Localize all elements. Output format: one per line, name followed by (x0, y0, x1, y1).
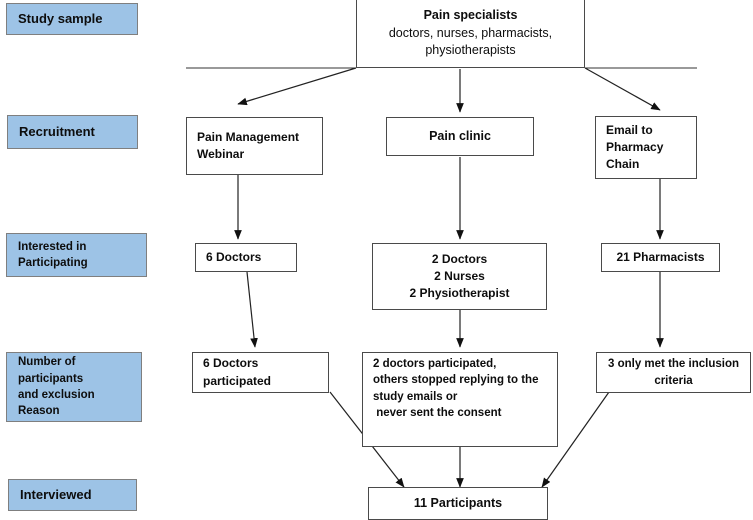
node-clinic-body: Pain clinic (387, 128, 533, 146)
node-outcome-clinic-line4: never sent the consent (373, 406, 502, 419)
node-webinar-line1: Pain Management (197, 129, 300, 144)
node-interested-clinic-line1: 2 Doctors (431, 251, 488, 266)
node-webinar-body: Pain Management Webinar (187, 129, 322, 163)
node-interested-webinar-line1: 6 Doctors (206, 249, 262, 264)
node-webinar-line2: Webinar (197, 147, 245, 161)
stage-label-interviewed: Interviewed (8, 479, 137, 511)
node-outcome-webinar-line1: 6 Doctors (203, 356, 259, 371)
node-outcome-clinic-line3: study emails or (373, 390, 458, 403)
node-final-body: 11 Participants (369, 495, 547, 513)
node-outcome-webinar[interactable]: 6 Doctors participated (192, 352, 329, 393)
stage-participants-line4: Reason (18, 405, 60, 418)
stage-participants-line3: and exclusion (18, 389, 95, 401)
node-interested-clinic-body: 2 Doctors 2 Nurses 2 Physiotherapist (373, 251, 546, 302)
stage-interviewed-text: Interviewed (20, 487, 92, 503)
node-interested-pharmacy-line1: 21 Pharmacists (616, 249, 705, 264)
node-final-line1: 11 Participants (413, 495, 503, 510)
node-outcome-webinar-body: 6 Doctors participated (193, 355, 328, 389)
node-interested-pharmacy[interactable]: 21 Pharmacists (601, 243, 720, 272)
node-outcome-clinic-line2: others stopped replying to the (373, 374, 539, 387)
node-pain-specialists-body: Pain specialists doctors, nurses, pharma… (357, 7, 584, 60)
node-interested-webinar-body: 6 Doctors (196, 249, 296, 266)
stage-label-study-sample: Study sample (6, 3, 138, 35)
stage-study-sample-text: Study sample (18, 11, 103, 27)
node-interested-webinar[interactable]: 6 Doctors (195, 243, 297, 272)
node-email-pharmacy-chain[interactable]: Email to Pharmacy Chain (595, 116, 697, 179)
node-outcome-clinic-line1: 2 doctors participated, (373, 357, 497, 370)
node-interested-clinic-line3: 2 Physiotherapist (409, 286, 510, 301)
stage-interested-line2: Participating (18, 257, 88, 269)
stage-participants-line1: Number of (18, 356, 76, 369)
stage-label-participants: Number of participants and exclusion Rea… (6, 352, 142, 422)
node-outcome-pharmacy-body: 3 only met the inclusion criteria (597, 356, 750, 389)
edge-interested-to-outcome-webinar (246, 271, 258, 348)
node-pain-specialists-line2: doctors, nurses, pharmacists, (388, 25, 553, 40)
stage-participants-line2: participants (18, 372, 84, 385)
stage-label-recruitment: Recruitment (7, 115, 138, 149)
edge-source-to-webinar (237, 67, 357, 106)
node-outcome-pharmacy[interactable]: 3 only met the inclusion criteria (596, 352, 751, 393)
node-interested-clinic[interactable]: 2 Doctors 2 Nurses 2 Physiotherapist (372, 243, 547, 310)
node-outcome-webinar-line2: participated (203, 373, 272, 388)
stage-interested-line1: Interested in (18, 240, 87, 253)
node-clinic-line1: Pain clinic (429, 128, 491, 143)
stage-label-interested: Interested in Participating (6, 233, 147, 277)
node-email-line3: Chain (606, 157, 640, 172)
node-interested-clinic-line2: 2 Nurses (434, 268, 485, 283)
node-pain-clinic[interactable]: Pain clinic (386, 117, 534, 156)
node-outcome-pharmacy-line2: criteria (654, 374, 693, 387)
node-outcome-pharmacy-line1: 3 only met the inclusion (608, 358, 739, 371)
node-interested-pharmacy-body: 21 Pharmacists (602, 249, 719, 266)
node-pain-management-webinar[interactable]: Pain Management Webinar (186, 117, 323, 175)
node-outcome-clinic-body: 2 doctors participated, others stopped r… (363, 356, 557, 421)
node-pain-specialists-title: Pain specialists (423, 7, 518, 22)
node-pain-specialists-line3: physiotherapists (425, 43, 516, 58)
node-final-participants[interactable]: 11 Participants (368, 487, 548, 520)
node-email-line2: Pharmacy (606, 139, 664, 154)
node-pain-specialists[interactable]: Pain specialists doctors, nurses, pharma… (356, 0, 585, 68)
stage-recruitment-text: Recruitment (19, 124, 95, 140)
node-email-line1: Email to (606, 122, 653, 137)
node-email-body: Email to Pharmacy Chain (596, 122, 696, 173)
node-outcome-clinic[interactable]: 2 doctors participated, others stopped r… (362, 352, 558, 447)
edge-source-to-email (584, 67, 661, 111)
